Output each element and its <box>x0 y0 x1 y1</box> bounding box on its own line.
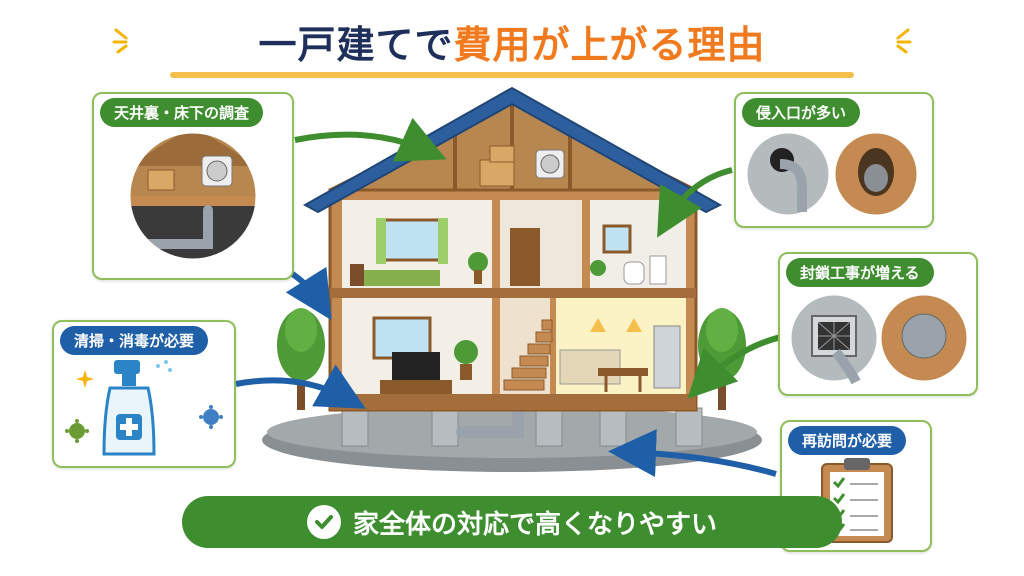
germ-icon <box>65 419 89 443</box>
arrow-revisit <box>608 429 777 478</box>
label-entry: 侵入口が多い <box>742 98 861 127</box>
label-sealing: 封鎖工事が増える <box>786 258 934 287</box>
arrow-sealing <box>687 333 787 399</box>
attic-underfloor-illustration <box>128 130 258 262</box>
roof <box>302 86 723 214</box>
label-attic: 天井裏・床下の調査 <box>100 98 264 127</box>
summary-banner: 家全体の対応で高くなりやすい <box>182 496 842 548</box>
page-title: 一戸建てで費用が上がる理由 <box>0 14 1024 69</box>
label-cleaning: 清掃・消毒が必要 <box>60 326 209 355</box>
sparkle-icon <box>76 370 94 388</box>
card-sealing <box>778 252 978 396</box>
title-part-orange: 費用が上がる理由 <box>453 23 766 67</box>
arrow-entry <box>657 167 733 238</box>
title-underline <box>170 72 854 78</box>
title-part-navy: 一戸建てで <box>258 23 454 67</box>
check-circle-icon <box>306 505 341 539</box>
window-upstairs <box>382 218 442 262</box>
banner-text: 家全体の対応で高くなりやすい <box>352 509 717 540</box>
sparkle-right-icon <box>896 28 912 54</box>
virus-icon <box>199 405 223 429</box>
arrow-attic <box>294 117 447 162</box>
spray-bottle-icon <box>102 360 172 456</box>
sealed-opening-illustrations <box>790 292 968 385</box>
label-revisit: 再訪問が必要 <box>788 426 907 455</box>
underfloor-duct <box>456 406 524 438</box>
arrow-cleaning <box>235 364 366 409</box>
stairs <box>503 319 553 391</box>
card-attic-inspection <box>92 92 294 280</box>
sparkle-left-icon <box>112 28 128 54</box>
entry-hole-illustrations <box>746 130 920 218</box>
